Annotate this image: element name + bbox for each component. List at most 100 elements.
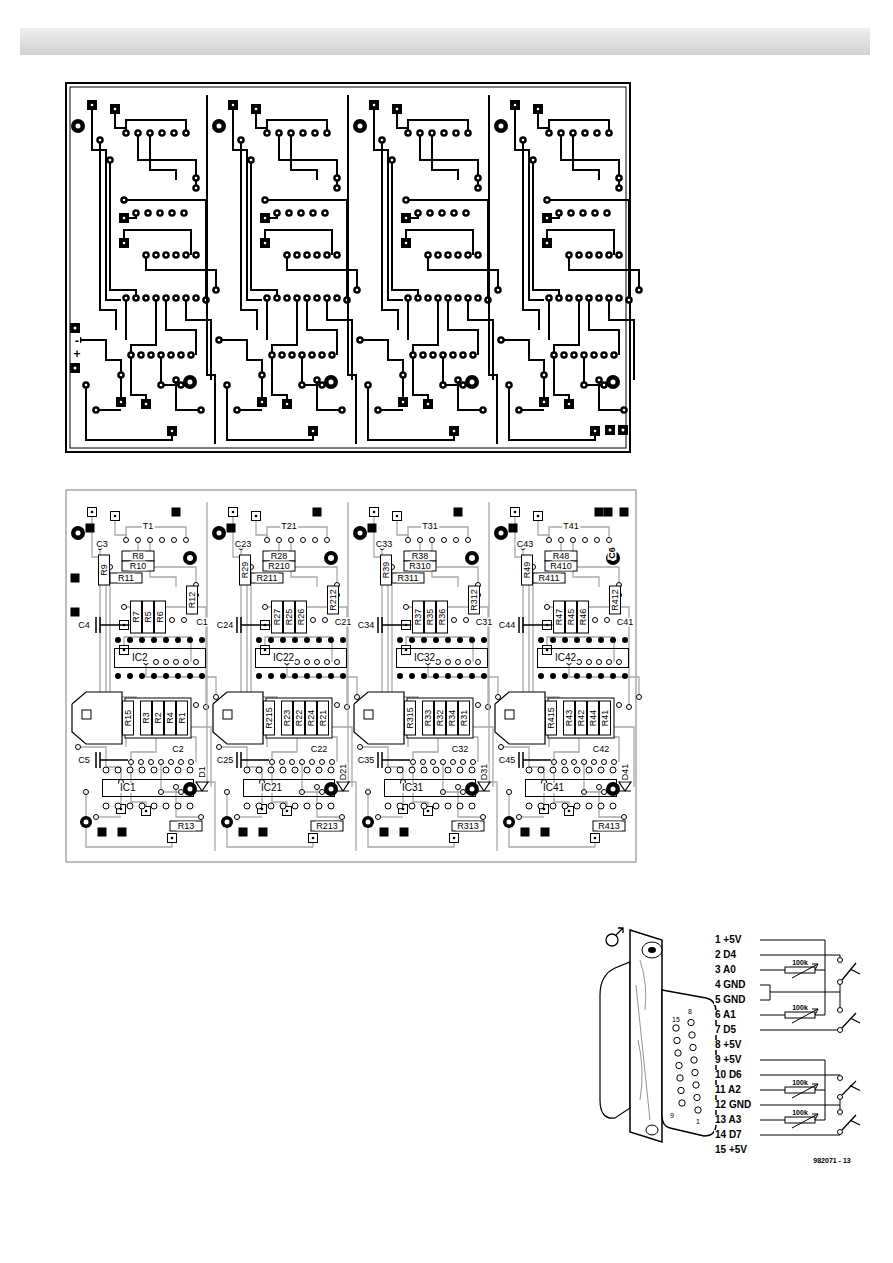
pad-hole: [326, 254, 329, 257]
pad: [414, 209, 422, 217]
pad-hole: [187, 555, 193, 561]
pad: [461, 760, 466, 765]
pad: [172, 538, 177, 543]
pad: [586, 673, 592, 679]
trace: [272, 355, 287, 404]
pad-hole: [76, 531, 81, 536]
pad: [469, 351, 477, 359]
part-label: R413: [597, 822, 621, 831]
pad: [127, 637, 133, 643]
pad-hole: [578, 254, 581, 257]
ic-outline: IC41: [525, 779, 617, 797]
pad: [597, 785, 602, 790]
resistor-symbol: [578, 601, 589, 633]
resistor-symbol: [263, 561, 295, 571]
pad: [562, 637, 568, 643]
resistor-symbol: [545, 561, 577, 571]
pad-hole: [412, 354, 415, 357]
pad-hole: [603, 354, 606, 357]
pad: [265, 538, 270, 543]
mounting-pad: [324, 375, 338, 389]
part-label: R9: [100, 563, 109, 577]
pad: [134, 129, 142, 137]
pad: [142, 294, 150, 302]
pad-hole: [508, 384, 511, 387]
pad: [172, 251, 180, 259]
part-label: C1: [195, 618, 209, 627]
pad: [194, 660, 199, 665]
pad-hole: [336, 177, 339, 180]
pad: [469, 803, 475, 809]
pad: [562, 803, 568, 809]
pad: [538, 673, 544, 679]
pad-hole: [611, 380, 616, 385]
pad: [610, 803, 616, 809]
part-label: R313: [456, 822, 480, 831]
pad-hole: [611, 787, 616, 792]
pad: [300, 760, 305, 765]
pad: [605, 618, 610, 623]
trace: [125, 298, 127, 340]
pad: [615, 251, 623, 259]
trace: [501, 340, 544, 375]
pad-hole: [560, 132, 563, 135]
pad: [385, 767, 391, 773]
pad: [235, 815, 240, 820]
trace: [382, 140, 398, 330]
resistor-symbol: [404, 561, 436, 571]
trace: [432, 133, 458, 180]
switch-contact: [838, 1076, 843, 1081]
pad: [139, 673, 145, 679]
pin-label: 7 D5: [714, 1025, 737, 1035]
pad-hole: [453, 430, 456, 433]
pad: [529, 156, 537, 164]
pad: [545, 605, 550, 610]
resistor-symbol: [240, 555, 251, 585]
ic-label: IC2: [131, 653, 149, 663]
pad: [464, 294, 472, 302]
part-label: R212: [329, 588, 338, 612]
pad-hole: [396, 108, 399, 111]
pad-hole: [266, 297, 269, 300]
pad: [328, 803, 334, 809]
pad-hole: [457, 254, 460, 257]
square-pad: [543, 239, 552, 248]
pad: [404, 605, 409, 610]
trace: [92, 512, 121, 707]
pad: [124, 538, 129, 543]
pad: [333, 251, 341, 259]
pad-hole: [537, 108, 540, 111]
pad-hole: [264, 217, 267, 220]
ic-outline: IC1: [102, 779, 194, 797]
trace: [272, 298, 297, 355]
square-pad: [172, 508, 181, 517]
pad-hole: [261, 401, 264, 404]
pad-hole: [638, 289, 641, 292]
ic-label: IC41: [542, 783, 565, 793]
trace: [509, 792, 595, 847]
pad: [299, 129, 307, 137]
pad: [115, 767, 121, 773]
resistor-symbol: [306, 701, 317, 735]
wire: [760, 970, 785, 971]
pad: [162, 251, 170, 259]
pad: [94, 815, 99, 820]
potentiometer-arrow: [792, 1084, 818, 1098]
pad: [292, 803, 298, 809]
resistor-symbol: [263, 551, 295, 561]
pad-hole: [548, 132, 551, 135]
trace: [302, 355, 322, 385]
pad: [404, 129, 412, 137]
pad-hole: [165, 297, 168, 300]
square-pad: [261, 239, 270, 248]
pad: [151, 767, 157, 773]
pad: [323, 129, 331, 137]
pad-hole: [437, 297, 440, 300]
pad: [471, 760, 476, 765]
mounting-pad: [465, 782, 479, 796]
ic-label: IC32: [413, 653, 436, 663]
part-label: C22: [310, 745, 329, 754]
pad: [562, 673, 568, 679]
pad: [268, 351, 276, 359]
pad: [168, 209, 176, 217]
